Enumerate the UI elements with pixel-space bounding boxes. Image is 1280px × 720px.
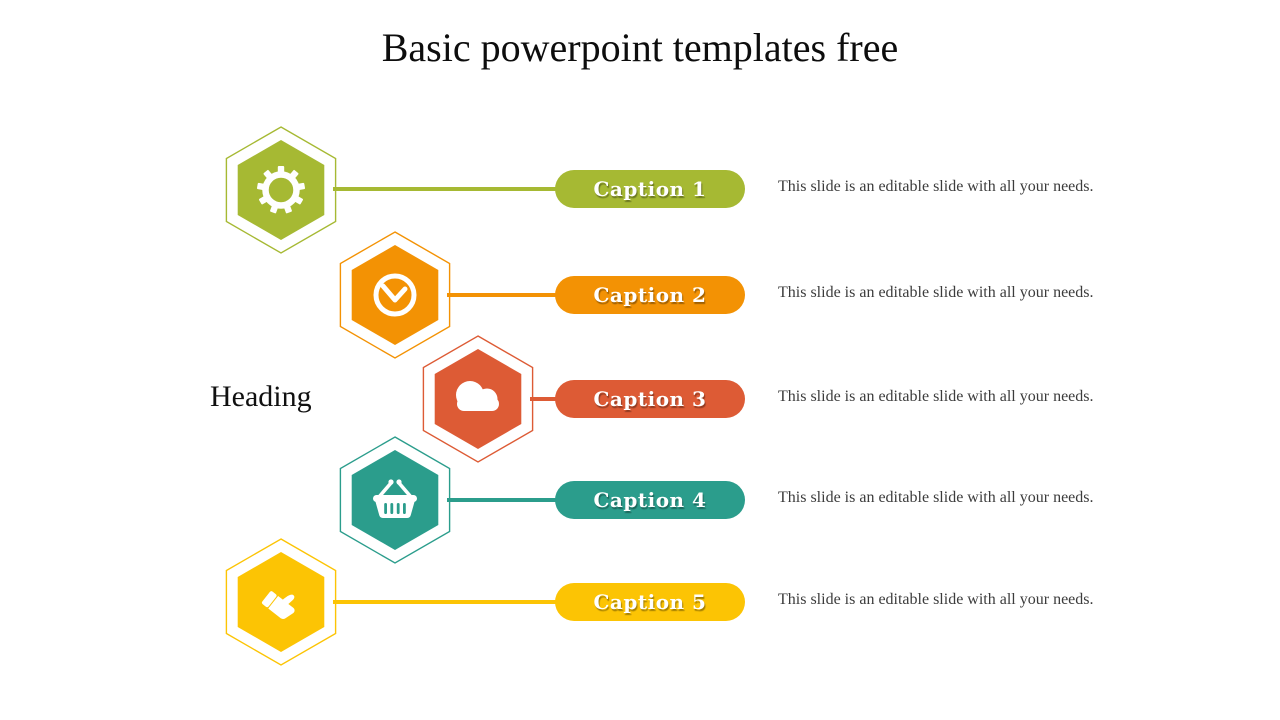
- caption-pill: Caption 5: [555, 583, 745, 621]
- hexagon-thumbs-up: [219, 536, 343, 668]
- caption-label: Caption 2: [593, 283, 707, 307]
- thumbs-up-icon: [261, 591, 295, 619]
- connector-line: [447, 498, 557, 502]
- hexagon-gear: [219, 124, 343, 256]
- clock-icon: [373, 273, 417, 317]
- connector-line: [447, 293, 557, 297]
- connector-line: [530, 397, 557, 401]
- caption-pill: Caption 2: [555, 276, 745, 314]
- hexagon-cloud: [416, 333, 540, 465]
- gear-icon: [256, 166, 306, 214]
- caption-label: Caption 1: [593, 177, 707, 201]
- heading-label: Heading: [210, 380, 312, 413]
- cloud-icon: [456, 381, 499, 411]
- connector-line: [333, 600, 557, 604]
- caption-pill: Caption 3: [555, 380, 745, 418]
- row-description: This slide is an editable slide with all…: [778, 388, 1094, 405]
- caption-label: Caption 5: [593, 590, 707, 614]
- row-description: This slide is an editable slide with all…: [778, 591, 1094, 608]
- caption-label: Caption 3: [593, 387, 707, 411]
- shopping-basket-icon: [373, 479, 417, 519]
- row-description: This slide is an editable slide with all…: [778, 178, 1094, 195]
- row-description: This slide is an editable slide with all…: [778, 489, 1094, 506]
- row-description: This slide is an editable slide with all…: [778, 284, 1094, 301]
- hexagon-shape: [237, 140, 325, 240]
- hexagon-basket: [333, 434, 457, 566]
- caption-label: Caption 4: [593, 488, 707, 512]
- caption-pill: Caption 4: [555, 481, 745, 519]
- hexagon-clock: [333, 229, 457, 361]
- connector-line: [333, 187, 557, 191]
- caption-pill: Caption 1: [555, 170, 745, 208]
- slide-title: Basic powerpoint templates free: [381, 25, 899, 70]
- hexagon-shape: [351, 245, 439, 345]
